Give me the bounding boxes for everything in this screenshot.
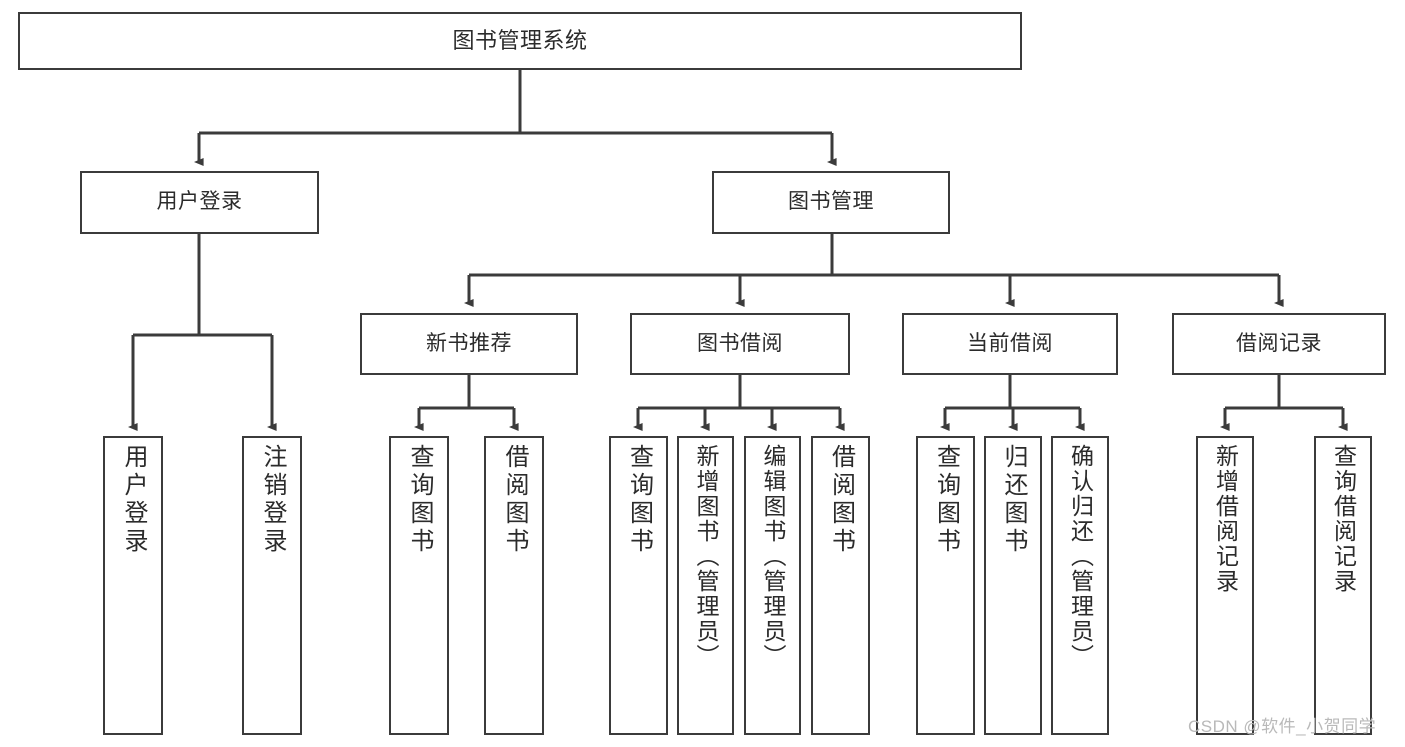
node-label: 确认归还（管理员） bbox=[1067, 444, 1094, 669]
node-root-system[interactable]: 图书管理系统 bbox=[18, 12, 1022, 70]
node-label: 注销登录 bbox=[259, 444, 286, 556]
leaf-confirm-return[interactable]: 确认归还（管理员） bbox=[1051, 436, 1109, 735]
node-borrow-record[interactable]: 借阅记录 bbox=[1172, 313, 1386, 375]
node-label: 新增借阅记录 bbox=[1212, 444, 1239, 594]
leaf-query-borrow-record[interactable]: 查询借阅记录 bbox=[1314, 436, 1372, 735]
node-current-borrow[interactable]: 当前借阅 bbox=[902, 313, 1118, 375]
node-label: 查询借阅记录 bbox=[1330, 444, 1357, 594]
leaf-edit-book[interactable]: 编辑图书（管理员） bbox=[744, 436, 801, 735]
node-label: 查询图书 bbox=[625, 444, 653, 556]
leaf-query-book-recommend[interactable]: 查询图书 bbox=[389, 436, 449, 735]
leaf-query-book-borrow[interactable]: 查询图书 bbox=[609, 436, 668, 735]
node-label: 查询图书 bbox=[932, 444, 960, 556]
leaf-add-book[interactable]: 新增图书（管理员） bbox=[677, 436, 734, 735]
node-label: 借阅记录 bbox=[1236, 331, 1322, 355]
node-label: 借阅图书 bbox=[827, 444, 855, 556]
leaf-user-login[interactable]: 用户登录 bbox=[103, 436, 163, 735]
csdn-watermark: CSDN @软件_小贺同学 bbox=[1188, 717, 1377, 736]
node-label: 新书推荐 bbox=[426, 331, 512, 355]
node-label: 图书管理 bbox=[788, 190, 874, 214]
node-book-borrow[interactable]: 图书借阅 bbox=[630, 313, 850, 375]
leaf-logout-login[interactable]: 注销登录 bbox=[242, 436, 302, 735]
node-label: 编辑图书（管理员） bbox=[760, 444, 786, 669]
leaf-query-book-current[interactable]: 查询图书 bbox=[916, 436, 975, 735]
node-label: 借阅图书 bbox=[501, 444, 528, 556]
node-new-book-recommend[interactable]: 新书推荐 bbox=[360, 313, 578, 375]
node-label: 归还图书 bbox=[1000, 444, 1027, 556]
leaf-borrow-book-borrow[interactable]: 借阅图书 bbox=[811, 436, 870, 735]
node-label: 图书管理系统 bbox=[452, 28, 588, 54]
node-label: 新增图书（管理员） bbox=[693, 444, 719, 669]
leaf-return-book[interactable]: 归还图书 bbox=[984, 436, 1042, 735]
node-label: 图书借阅 bbox=[697, 331, 783, 355]
node-label: 查询图书 bbox=[406, 444, 433, 556]
node-label: 用户登录 bbox=[120, 444, 147, 556]
node-book-manage[interactable]: 图书管理 bbox=[712, 171, 950, 234]
node-label: 当前借阅 bbox=[967, 331, 1053, 355]
leaf-borrow-book-recommend[interactable]: 借阅图书 bbox=[484, 436, 544, 735]
node-label: 用户登录 bbox=[156, 190, 243, 214]
node-user-login[interactable]: 用户登录 bbox=[80, 171, 319, 234]
leaf-add-borrow-record[interactable]: 新增借阅记录 bbox=[1196, 436, 1254, 735]
